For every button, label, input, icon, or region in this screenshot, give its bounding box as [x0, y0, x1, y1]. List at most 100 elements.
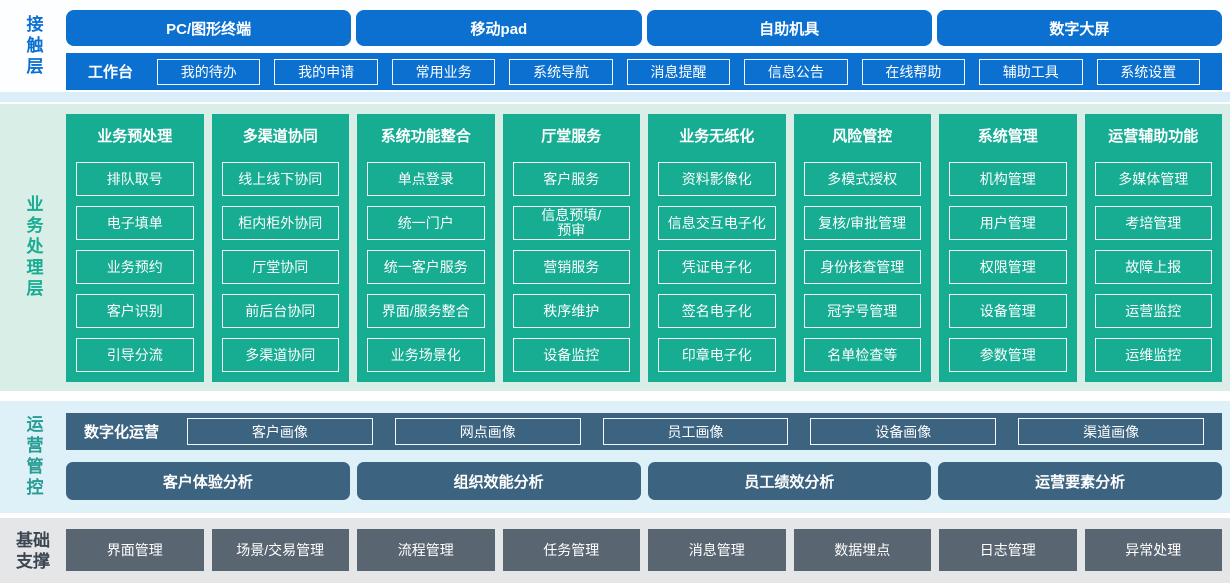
workbench-label: 工作台: [88, 64, 134, 81]
foundation-box: 数据埋点: [793, 529, 931, 571]
feature-box: 多媒体管理: [1094, 162, 1212, 196]
workbench-bar: 工作台 我的待办 我的申请 常用业务 系统导航 消息提醒 信息公告 在线帮助 辅…: [66, 53, 1222, 90]
channel-box: 自助机具: [646, 10, 932, 46]
portrait-box: 设备画像: [810, 418, 997, 445]
feature-box: 前后台协同: [221, 294, 339, 328]
workbench-item: 辅助工具: [979, 58, 1083, 85]
feature-box: 身份核查管理: [803, 250, 921, 284]
feature-box: 资料影像化: [658, 162, 776, 196]
business-column: 业务无纸化 资料影像化 信息交互电子化 凭证电子化 签名电子化 印章电子化: [648, 114, 786, 382]
column-title: 风险管控: [832, 128, 893, 145]
divider-strip: [0, 92, 1230, 102]
workbench-item: 在线帮助: [861, 58, 966, 85]
column-title: 运营辅助功能: [1108, 128, 1199, 145]
feature-box: 引导分流: [76, 338, 194, 372]
channel-box: 移动pad: [356, 10, 642, 46]
business-layer-band: 业务处理层 业务预处理 排队取号 电子填单 业务预约 客户识别 引导分流 多渠道…: [0, 104, 1230, 391]
workbench-item: 常用业务: [391, 58, 496, 85]
column-title: 业务无纸化: [679, 128, 755, 145]
business-column: 系统功能整合 单点登录 统一门户 统一客户服务 界面/服务整合 业务场景化: [357, 114, 495, 382]
feature-box: 签名电子化: [658, 294, 776, 328]
foundation-box: 流程管理: [357, 529, 495, 571]
feature-box: 客户识别: [76, 294, 194, 328]
feature-box: 线上线下协同: [221, 162, 339, 196]
feature-box: 名单检查等: [803, 338, 921, 372]
column-title: 多渠道协同: [242, 128, 318, 145]
workbench-item: 系统设置: [1096, 58, 1200, 85]
feature-box: 客户服务: [512, 162, 630, 196]
portrait-box: 客户画像: [187, 418, 373, 445]
portrait-box: 网点画像: [394, 418, 581, 445]
operations-layer-band: 运营管控 数字化运营 客户画像 网点画像 员工画像 设备画像 渠道画像 客户体验…: [0, 401, 1230, 513]
feature-box: 单点登录: [367, 162, 485, 196]
feature-box: 故障上报: [1094, 250, 1212, 284]
business-column: 多渠道协同 线上线下协同 柜内柜外协同 厅堂协同 前后台协同 多渠道协同: [211, 114, 349, 382]
digital-operation-label: 数字化运营: [84, 424, 160, 441]
feature-box: 信息交互电子化: [658, 206, 776, 240]
workbench-item: 信息公告: [744, 58, 848, 85]
workbench-item: 系统导航: [509, 58, 613, 85]
foundation-layer-label-area: 基础支撑: [0, 518, 66, 583]
foundation-box: 日志管理: [939, 529, 1077, 571]
analysis-box: 员工绩效分析: [647, 462, 932, 500]
feature-box: 电子填单: [76, 206, 194, 240]
digital-operation-bar: 数字化运营 客户画像 网点画像 员工画像 设备画像 渠道画像: [66, 413, 1222, 450]
feature-box: 权限管理: [949, 250, 1067, 284]
feature-box: 业务场景化: [367, 338, 485, 372]
feature-box: 设备监控: [512, 338, 630, 372]
foundation-box: 界面管理: [66, 529, 204, 571]
channel-box: 数字大屏: [936, 10, 1222, 46]
analysis-row: 客户体验分析 组织效能分析 员工绩效分析 运营要素分析: [66, 462, 1222, 500]
feature-box: 业务预约: [76, 250, 194, 284]
feature-box: 参数管理: [949, 338, 1067, 372]
feature-box: 印章电子化: [658, 338, 776, 372]
foundation-box: 异常处理: [1084, 529, 1222, 571]
workbench-item: 我的申请: [274, 58, 378, 85]
column-title: 业务预处理: [97, 128, 173, 145]
feature-box: 界面/服务整合: [367, 294, 485, 328]
contact-layer-band: 接触层 PC/图形终端 移动pad 自助机具 数字大屏 工作台 我的待办 我的申…: [0, 0, 1230, 92]
portrait-box: 员工画像: [602, 418, 789, 445]
operations-layer-label-area: 运营管控: [0, 401, 66, 513]
feature-box: 排队取号: [76, 162, 194, 196]
analysis-box: 组织效能分析: [356, 462, 641, 500]
business-columns: 业务预处理 排队取号 电子填单 业务预约 客户识别 引导分流 多渠道协同 线上线…: [66, 104, 1222, 382]
divider-gap: [0, 391, 1230, 401]
feature-box: 厅堂协同: [221, 250, 339, 284]
feature-box: 统一客户服务: [367, 250, 485, 284]
layer-label: 接触层: [23, 14, 43, 78]
feature-box: 柜内柜外协同: [221, 206, 339, 240]
business-column: 系统管理 机构管理 用户管理 权限管理 设备管理 参数管理: [939, 114, 1077, 382]
layer-label: 运营管控: [23, 415, 43, 499]
feature-box: 多模式授权: [803, 162, 921, 196]
foundation-layer-band: 基础支撑 界面管理 场景/交易管理 流程管理 任务管理 消息管理 数据埋点 日志…: [0, 518, 1230, 583]
column-title: 厅堂服务: [541, 128, 602, 145]
foundation-row: 界面管理 场景/交易管理 流程管理 任务管理 消息管理 数据埋点 日志管理 异常…: [66, 518, 1222, 571]
column-title: 系统管理: [977, 128, 1038, 145]
column-title: 系统功能整合: [380, 128, 471, 145]
workbench-item: 我的待办: [157, 58, 261, 85]
layer-label: 业务处理层: [23, 195, 43, 300]
feature-box: 复核/审批管理: [803, 206, 921, 240]
channel-box: PC/图形终端: [66, 10, 352, 46]
feature-box: 秩序维护: [512, 294, 630, 328]
business-column: 业务预处理 排队取号 电子填单 业务预约 客户识别 引导分流: [66, 114, 204, 382]
feature-box: 用户管理: [949, 206, 1067, 240]
feature-box: 冠字号管理: [803, 294, 921, 328]
feature-box: 信息预填/ 预审: [512, 206, 630, 240]
contact-layer-label-area: 接触层: [0, 0, 66, 92]
feature-box: 考培管理: [1094, 206, 1212, 240]
foundation-box: 消息管理: [648, 529, 786, 571]
analysis-box: 运营要素分析: [938, 462, 1222, 500]
analysis-box: 客户体验分析: [66, 462, 350, 500]
foundation-box: 场景/交易管理: [211, 529, 349, 571]
workbench-item: 消息提醒: [626, 58, 731, 85]
feature-box: 运维监控: [1094, 338, 1212, 372]
feature-box: 运营监控: [1094, 294, 1212, 328]
foundation-box: 任务管理: [502, 529, 640, 571]
feature-box: 营销服务: [512, 250, 630, 284]
business-column: 风险管控 多模式授权 复核/审批管理 身份核查管理 冠字号管理 名单检查等: [793, 114, 931, 382]
feature-box: 机构管理: [949, 162, 1067, 196]
feature-box: 统一门户: [367, 206, 485, 240]
feature-box: 设备管理: [949, 294, 1067, 328]
